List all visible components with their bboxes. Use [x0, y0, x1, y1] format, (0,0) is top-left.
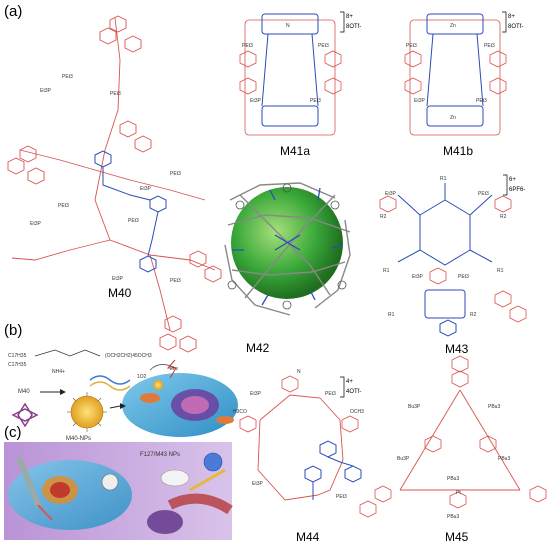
label-m41a: M41a [280, 144, 310, 158]
m40-et3p-4: Et3P [112, 276, 124, 282]
m44-counter: 4OTf- [346, 389, 361, 395]
m41a-charge: 8+ [346, 14, 353, 20]
m41b-counter: 8OTf- [508, 24, 523, 30]
panel-label-c: (c) [4, 424, 22, 441]
np-label-b: M40-NPs [66, 436, 91, 442]
ammonium-ion: NH4+ [52, 369, 65, 375]
lipid-chain-2: C17H35 [8, 362, 27, 368]
m40-pet3-3: PEt3 [170, 171, 181, 177]
singlet-oxygen-label: 1O2 [137, 374, 147, 380]
m44-structure: H3CO OCH3 Et3P PEt3 Et3P PEt3 N [233, 369, 364, 501]
label-m40: M40 [108, 286, 132, 300]
m43-r2-left: R2 [380, 214, 387, 220]
m41a-pet3-3: PEt3 [310, 98, 321, 104]
m41b-structure: Zn Zn PEt3 PEt3 Et3P PEt3 [404, 13, 507, 136]
m40-pet3-4: PEt3 [58, 203, 69, 209]
m43-pet3-1: PEt3 [478, 191, 489, 197]
label-m41b: M41b [443, 144, 473, 158]
star-icon [11, 402, 39, 428]
panel-label-b: (b) [4, 322, 22, 339]
m45-pt: Pt [456, 490, 461, 496]
m44-och3: OCH3 [350, 409, 364, 415]
m41a-pet3-2: PEt3 [318, 43, 329, 49]
np-c-icon [203, 452, 223, 472]
m41b-pet3-1: PEt3 [406, 43, 417, 49]
m41b-et3p-1: Et3P [414, 98, 426, 104]
m44-pet3-1: PEt3 [325, 391, 336, 397]
m42-structure [224, 182, 351, 316]
m43-r1-bottom: R1 [388, 312, 395, 318]
m44-pet3-2: PEt3 [336, 494, 347, 500]
label-m44: M44 [296, 530, 320, 544]
m45-pbu3-2: PBu3 [498, 456, 510, 462]
m43-structure: R1 R2 R2 R1 R1 Et3P PEt3 Et3P PEt3 R1 R2 [379, 176, 527, 337]
panel-b: C17H35 C17H35 (OCH2CH2)45OCH3 NH4+ M40 M… [8, 349, 238, 442]
panel-label-a: (a) [4, 3, 22, 20]
m41a-structure: PEt3 PEt3 Et3P PEt3 N [239, 13, 342, 136]
m43-r2-bottom: R2 [470, 312, 477, 318]
m40-et3p-2: Et3P [140, 186, 152, 192]
m44-et3p-1: Et3P [250, 391, 262, 397]
np-label-c: F127/M43 NPs [140, 452, 180, 458]
m40-pet3-5: PEt3 [128, 218, 139, 224]
m43-pet3-2: PEt3 [458, 274, 469, 280]
m45-structure: Bu3P PBu3 Bu3P PBu3 PBu3 PBu3 Pt [359, 355, 547, 520]
m43-r1-left: R1 [383, 268, 390, 274]
m43-counter: 6PF6- [509, 187, 525, 193]
label-m42: M42 [246, 341, 270, 355]
m41b-pet3-3: PEt3 [476, 98, 487, 104]
m43-r2-right: R2 [500, 214, 507, 220]
m40-pet3-1: PEt3 [62, 74, 73, 80]
m40-structure: PEt3 Et3P PEt3 PEt3 Et3P PEt3 Et3P PEt3 … [7, 15, 222, 353]
m44-et3p-2: Et3P [252, 481, 264, 487]
m43-et3p-1: Et3P [385, 191, 397, 197]
mouse-icon [160, 469, 190, 487]
m45-pbu3-1: PBu3 [488, 404, 500, 410]
peg-chain: (OCH2CH2)45OCH3 [105, 353, 152, 359]
m41b-charge: 8+ [508, 14, 515, 20]
two-photon-label: 2hv [170, 366, 179, 372]
m41a-n: N [286, 23, 290, 29]
m41b-zn-top: Zn [450, 23, 456, 29]
m44-n: N [297, 369, 301, 375]
m41b-zn-bottom: Zn [450, 115, 456, 121]
m45-bu3p-2: Bu3P [397, 456, 410, 462]
m45-pbu3-4: PBu3 [447, 514, 459, 520]
light-bolt-icon [166, 359, 177, 379]
m44-charge: 4+ [346, 379, 353, 385]
m40-pet3-2: PEt3 [110, 91, 121, 97]
m40-pet3-6: PEt3 [170, 278, 181, 284]
lipid-chain-1: C17H35 [8, 353, 27, 359]
m41b-pet3-2: PEt3 [484, 43, 495, 49]
m43-r1-right: R1 [497, 268, 504, 274]
m45-pbu3-3: PBu3 [447, 476, 459, 482]
m44-h3co: H3CO [233, 409, 247, 415]
m43-charge: 6+ [509, 177, 516, 183]
label-m43: M43 [445, 342, 469, 356]
m40-label-b: M40 [18, 389, 30, 395]
m41a-pet3-1: PEt3 [242, 43, 253, 49]
m41a-counter: 8OTf- [346, 24, 361, 30]
m40-et3p-3: Et3P [30, 221, 42, 227]
m41a-et3p-1: Et3P [250, 98, 262, 104]
laser-pointer-icon [17, 457, 41, 508]
panel-c: F127/M43 NPs [4, 442, 233, 540]
m43-r1-top: R1 [440, 176, 447, 182]
label-m45: M45 [445, 530, 469, 544]
m43-et3p-2: Et3P [412, 274, 424, 280]
m45-bu3p-1: Bu3P [408, 404, 421, 410]
m40-et3p-1: Et3P [40, 88, 52, 94]
